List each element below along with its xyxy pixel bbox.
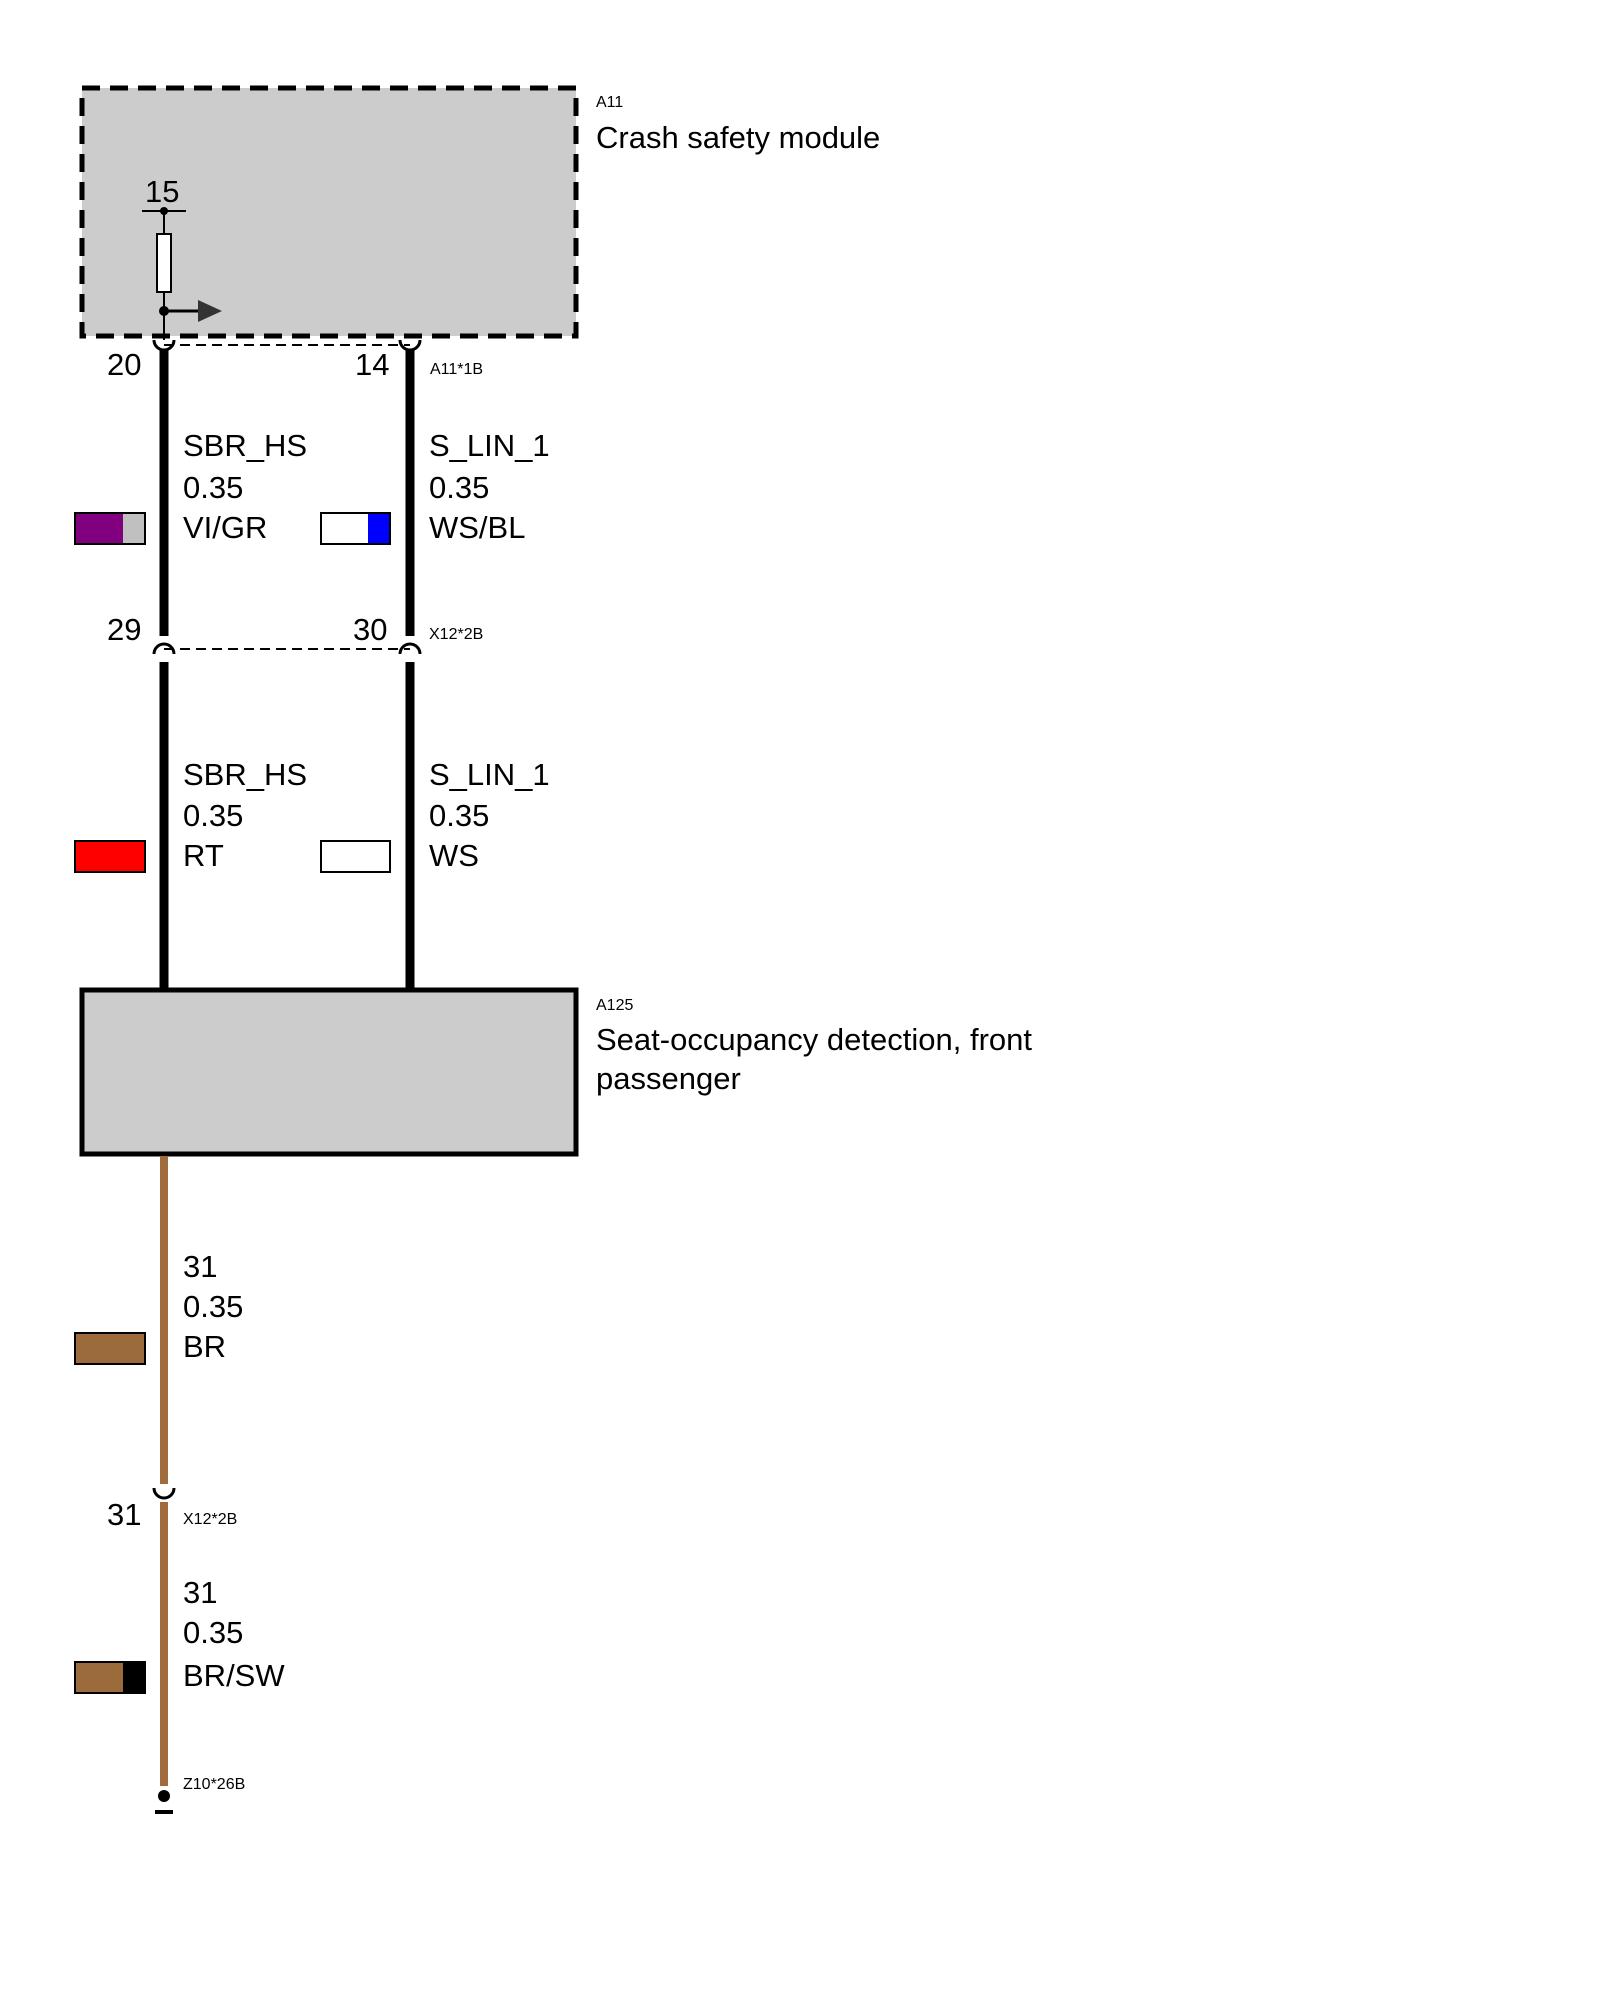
wire-gauge: 0.35: [429, 470, 489, 505]
wire-signal: 31: [183, 1249, 217, 1284]
wire-signal: S_LIN_1: [429, 757, 550, 792]
pin-30-label: 30: [353, 612, 387, 647]
pin-29-label: 29: [107, 612, 141, 647]
connector-x12-2b-ground: 31 X12*2B: [107, 1487, 237, 1532]
pin-31-label: 31: [107, 1497, 141, 1532]
wire-signal: SBR_HS: [183, 757, 307, 792]
connector-x12-code: X12*2B: [429, 626, 483, 643]
wire-signal: 31: [183, 1575, 217, 1610]
connector-x12-ground-code: X12*2B: [183, 1511, 237, 1528]
seat-module-name-line1: Seat-occupancy detection, front: [596, 1022, 1032, 1057]
wire-color-code: WS/BL: [429, 510, 525, 545]
connector-a11-1b: 20 14 A11*1B: [107, 339, 483, 382]
wire-gauge: 0.35: [183, 470, 243, 505]
seat-module-id: A125: [596, 997, 633, 1014]
wire-color-code: WS: [429, 838, 479, 873]
wire-signal: SBR_HS: [183, 428, 307, 463]
ground-point: Z10*26B: [155, 1776, 245, 1814]
ground-code: Z10*26B: [183, 1776, 245, 1793]
internal-terminal-label: 15: [145, 174, 179, 209]
pin-20-label: 20: [107, 347, 141, 382]
wire-color-code: BR: [183, 1329, 226, 1364]
internal-switch-symbol: 15: [142, 174, 222, 340]
brown-black-swatch-icon: [74, 1661, 146, 1694]
wire-color-code: BR/SW: [183, 1658, 285, 1693]
wire-color-code: VI/GR: [183, 510, 267, 545]
wire-sbr-upper-label: SBR_HS 0.35 VI/GR: [74, 428, 307, 545]
wire-gauge: 0.35: [183, 1615, 243, 1650]
red-swatch-icon: [74, 840, 146, 873]
white-blue-swatch-icon: [320, 512, 391, 545]
white-swatch-icon: [320, 840, 391, 873]
resistor-icon: [156, 233, 172, 293]
wire-signal: S_LIN_1: [429, 428, 550, 463]
wire-lin-lower-label: S_LIN_1 0.35 WS: [320, 757, 550, 873]
violet-grey-swatch-icon: [74, 512, 146, 545]
connector-a11-code: A11*1B: [430, 361, 483, 378]
pin-14-label: 14: [355, 347, 389, 382]
wire-color-code: RT: [183, 838, 224, 873]
wire-ground-lower-label: 31 0.35 BR/SW: [74, 1575, 285, 1694]
wire-sbr-lower-label: SBR_HS 0.35 RT: [74, 757, 307, 873]
connector-x12-2b-signal: 29 30 X12*2B: [107, 612, 483, 655]
brown-swatch-icon: [74, 1332, 146, 1365]
wire-gauge: 0.35: [429, 798, 489, 833]
crash-module-name: Crash safety module: [596, 120, 880, 155]
crash-module-id: A11: [596, 94, 623, 111]
wire-ground-upper-label: 31 0.35 BR: [74, 1249, 243, 1365]
ground-icon: [158, 1790, 170, 1802]
seat-module-name-line2: passenger: [596, 1061, 741, 1096]
wire-gauge: 0.35: [183, 1289, 243, 1324]
wire-gauge: 0.35: [183, 798, 243, 833]
wire-lin-upper-label: S_LIN_1 0.35 WS/BL: [320, 428, 550, 545]
seat-occupancy-module-box[interactable]: [79, 987, 579, 1157]
arrow-right-icon: [198, 300, 222, 322]
